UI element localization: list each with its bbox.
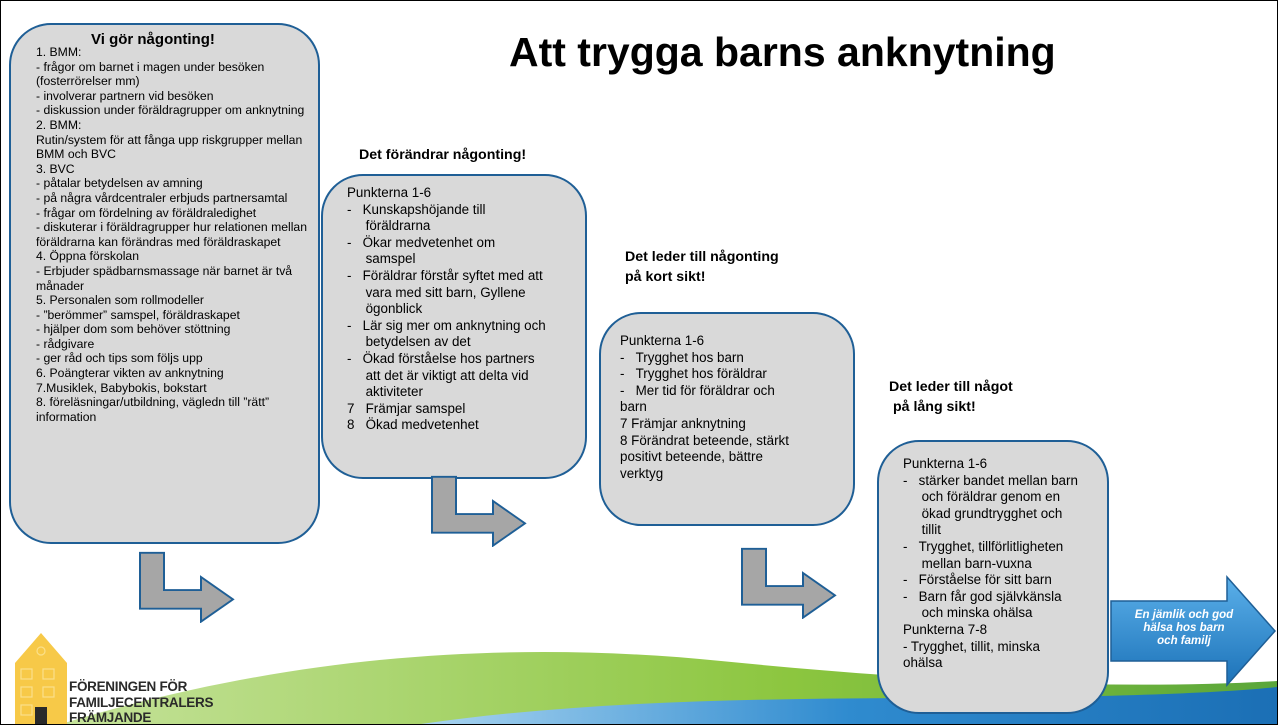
arrow-right-2 [431, 475, 527, 547]
box4-item: mellan barn-vuxna [903, 555, 1032, 571]
box1-item: 8. föreläsningar/utbildning, vägledn til… [36, 395, 273, 424]
box2-item: - Föräldrar förstår syftet med att [347, 267, 543, 283]
logo-line2: FAMILJECENTRALERS [69, 694, 214, 710]
box4-item: Punkterna 7-8 [903, 621, 988, 637]
box2-item: aktiviteter [347, 384, 423, 400]
stage-label-long-term-line2: på lång sikt! [889, 399, 976, 415]
box3-item: verktyg [620, 465, 664, 481]
box-long-term: Punkterna 1-6- stärker bandet mellan bar… [877, 440, 1109, 714]
end-arrow-line2: hälsa hos barn [1143, 622, 1225, 634]
box4-item: - Trygghet, tillit, minska [903, 638, 1040, 654]
box1-item: 5. Personalen som rollmodeller [36, 293, 204, 308]
box4-item: och föräldrar genom en [903, 489, 1061, 505]
end-arrow-label: En jämlik och god hälsa hos barn och fam… [1113, 609, 1255, 648]
box4-list: Punkterna 1-6- stärker bandet mellan bar… [903, 456, 1099, 672]
stage-label-short-term-line1: Det leder till någonting [625, 249, 779, 265]
box3-item: 8 Förändrat beteende, stärkt [620, 432, 789, 448]
stage-label-short-term-line2: på kort sikt! [625, 269, 706, 285]
box4-item: ohälsa [903, 655, 943, 671]
box1-heading: Vi gör någonting! [91, 31, 215, 48]
box2-item: - Lär sig mer om anknytning och [347, 317, 546, 333]
box1-item: 3. BVC [36, 161, 75, 176]
box4-item: - stärker bandet mellan barn [903, 472, 1078, 488]
stage-label-changes: Det förändrar någonting! [359, 147, 527, 163]
box2-item: att det är viktigt att delta vid [347, 367, 529, 383]
box3-item: - Trygghet hos föräldrar [620, 366, 767, 382]
box1-item: - Erbjuder spädbarnsmassage när barnet ä… [36, 263, 296, 293]
box4-item: - Förståelse för sitt barn [903, 572, 1052, 588]
logo-text: FÖRENINGEN FÖR FAMILJECENTRALERS FRÄMJAN… [69, 679, 214, 725]
box3-item: 7 Främjar anknytning [620, 415, 746, 431]
box1-item: Rutin/system för att fånga upp riskgrupp… [36, 132, 306, 162]
box1-item: 1. BMM: [36, 45, 82, 59]
arrow-right-3 [741, 547, 837, 619]
box1-item: 2. BMM: [36, 117, 82, 132]
end-arrow [1110, 575, 1277, 687]
box1-item: - diskuterar i föräldragrupper hur relat… [36, 220, 311, 249]
logo-line3: FRÄMJANDE [69, 710, 152, 725]
box1-item: - ger råd och tips som följs upp [36, 351, 203, 366]
box2-item: - Ökar medvetenhet om [347, 234, 496, 250]
box2-item: 8 Ökad medvetenhet [347, 417, 479, 433]
box4-item: - Trygghet, tillförlitligheten [903, 538, 1064, 554]
box1-item: - rådgivare [36, 336, 95, 351]
box1-item: - frågar om fördelning av föräldraledigh… [36, 205, 257, 220]
box3-item: positivt beteende, bättre [620, 449, 763, 465]
box2-item: 7 Främjar samspel [347, 400, 466, 416]
box3-item: barn [620, 399, 647, 415]
box2-list: Punkterna 1-6- Kunskapshöjande till förä… [347, 185, 575, 434]
box1-item: 4. Öppna förskolan [36, 249, 139, 264]
blue-wave [421, 687, 1277, 724]
box2-item: föräldrarna [347, 218, 431, 234]
logo-house-icon [15, 633, 67, 724]
box2-item: betydelsen av det [347, 334, 471, 350]
box1-item: - involverar partnern vid besöken [36, 88, 214, 103]
box3-item: - Mer tid för föräldrar och [620, 382, 775, 398]
box2-item: - Kunskapshöjande till [347, 201, 486, 217]
box2-item: - Ökad förståelse hos partners [347, 350, 535, 366]
box1-item: - diskussion under föräldragrupper om an… [36, 103, 305, 118]
logo-line1: FÖRENINGEN FÖR [69, 679, 188, 694]
box1-item: - hjälper dom som behöver stöttning [36, 322, 231, 337]
box2-item: ögonblick [347, 301, 423, 317]
box1-item: - ”berömmer” samspel, föräldraskapet [36, 307, 240, 322]
stage-label-short-term: Det leder till någonting på kort sikt! [625, 247, 779, 287]
page-title: Att trygga barns anknytning [509, 29, 1056, 75]
end-arrow-line1: En jämlik och god [1134, 609, 1234, 621]
box3-list: Punkterna 1-6- Trygghet hos barn- Tryggh… [620, 333, 843, 482]
box2-item: vara med sitt barn, Gyllene [347, 284, 526, 300]
arrow-right-1 [139, 551, 235, 623]
box4-item: ökad grundtrygghet och [903, 505, 1063, 521]
box3-item: Punkterna 1-6 [620, 333, 705, 348]
box1-item: 7.Musiklek, Babybokis, bokstart [36, 380, 207, 395]
stage-label-long-term-line1: Det leder till något [889, 379, 1013, 395]
box1-item: 6. Poängterar vikten av anknytning [36, 366, 224, 381]
box3-item: - Trygghet hos barn [620, 349, 744, 365]
box4-item: Punkterna 1-6 [903, 456, 988, 471]
box4-item: och minska ohälsa [903, 605, 1033, 621]
box1-item: - påtalar betydelsen av amning [36, 176, 203, 191]
box-short-term: Punkterna 1-6- Trygghet hos barn- Tryggh… [599, 312, 855, 526]
box1-item: - på några vårdcentraler erbjuds partner… [36, 190, 288, 205]
box4-item: tillit [903, 522, 941, 538]
box-we-do-something: 1. BMM:- frågor om barnet i magen under … [9, 23, 320, 544]
box-changes-something: Punkterna 1-6- Kunskapshöjande till förä… [321, 174, 587, 479]
box2-item: samspel [347, 251, 416, 267]
box2-item: Punkterna 1-6 [347, 185, 432, 200]
box1-list: 1. BMM:- frågor om barnet i magen under … [36, 45, 308, 424]
stage-label-long-term: Det leder till något på lång sikt! [889, 377, 1013, 417]
box1-item: - frågor om barnet i magen under besöken… [36, 59, 268, 89]
end-arrow-line3: och familj [1157, 635, 1211, 647]
box4-item: - Barn får god självkänsla [903, 588, 1062, 604]
